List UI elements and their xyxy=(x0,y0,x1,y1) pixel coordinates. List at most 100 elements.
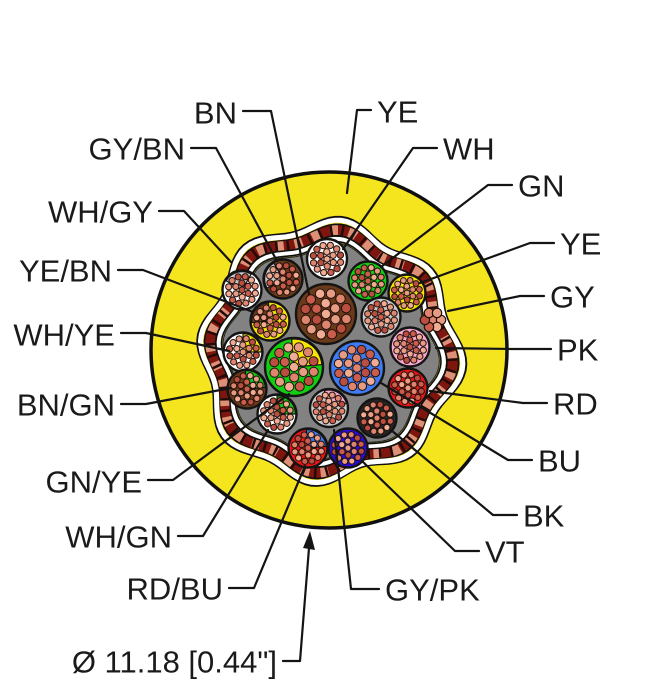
copper-strand xyxy=(374,326,382,334)
copper-strand xyxy=(282,400,290,408)
copper-strand xyxy=(346,345,357,355)
copper-strand xyxy=(360,411,368,419)
copper-strand xyxy=(344,451,352,459)
copper-strand xyxy=(404,391,412,399)
copper-strand xyxy=(253,321,261,329)
copper-strand xyxy=(323,255,331,263)
copper-strand xyxy=(364,277,372,285)
copper-strand xyxy=(415,333,423,341)
copper-strand xyxy=(357,440,365,448)
leader-line-diameter xyxy=(281,546,311,663)
copper-strand xyxy=(364,284,372,292)
copper-strand xyxy=(376,401,384,409)
copper-strand xyxy=(335,413,343,421)
copper-strand xyxy=(260,314,268,322)
copper-strand xyxy=(370,427,378,435)
copper-strand xyxy=(256,388,264,396)
copper-strand xyxy=(367,418,375,426)
copper-strand xyxy=(333,245,341,253)
copper-strand xyxy=(298,366,309,378)
copper-strand xyxy=(248,295,256,303)
copper-strand xyxy=(364,317,372,325)
copper-strand xyxy=(300,431,308,439)
copper-strand xyxy=(253,314,261,322)
copper-strand xyxy=(279,356,290,368)
copper-strand xyxy=(398,381,406,389)
copper-strand xyxy=(400,371,408,379)
copper-strand xyxy=(266,324,274,332)
copper-strand xyxy=(381,326,389,334)
leader-line-ye xyxy=(418,241,556,285)
copper-strand xyxy=(288,265,296,273)
copper-strand xyxy=(234,395,242,403)
copper-strand xyxy=(317,251,325,260)
copper-strand xyxy=(403,282,411,290)
copper-strand xyxy=(236,361,244,369)
copper-strand xyxy=(314,288,326,300)
copper-strand xyxy=(338,400,346,408)
copper-strand xyxy=(272,313,280,321)
copper-strand xyxy=(302,347,314,358)
copper-strand xyxy=(248,338,256,346)
copper-strand xyxy=(377,273,385,281)
label-bu: BU xyxy=(538,444,581,479)
copper-strand xyxy=(228,277,236,285)
copper-strand xyxy=(322,417,330,425)
copper-strand xyxy=(330,313,341,325)
copper-strand xyxy=(240,398,248,406)
copper-strand xyxy=(403,356,411,364)
copper-strand xyxy=(285,278,293,286)
copper-strand xyxy=(304,437,312,445)
copper-strand xyxy=(417,387,425,395)
copper-strand xyxy=(397,353,405,361)
copper-strand xyxy=(331,407,339,415)
label-gn-ye: GN/YE xyxy=(46,465,142,500)
copper-strand xyxy=(412,339,420,347)
copper-strand xyxy=(320,297,331,309)
leader-line-pk xyxy=(434,346,553,351)
copper-strand xyxy=(303,375,314,387)
copper-strand xyxy=(323,248,331,256)
copper-strand xyxy=(334,394,342,402)
copper-strand xyxy=(316,414,324,422)
copper-strand xyxy=(360,264,368,272)
copper-strand xyxy=(247,398,255,406)
leader-line-ye-bn xyxy=(116,268,255,314)
copper-strand xyxy=(304,451,312,459)
copper-strand xyxy=(233,352,241,360)
label-outer-diameter: Ø 11.18 [0.44"] xyxy=(72,645,277,680)
copper-strand xyxy=(252,344,260,352)
copper-strand xyxy=(266,310,274,318)
copper-strand xyxy=(377,313,385,321)
copper-strand xyxy=(325,288,337,299)
copper-strand xyxy=(242,299,250,307)
copper-strand xyxy=(260,414,268,422)
copper-strand xyxy=(284,381,295,392)
copper-strand xyxy=(242,335,250,343)
copper-strand xyxy=(373,421,381,429)
copper-strand xyxy=(308,457,316,465)
copper-strand xyxy=(325,411,333,419)
copper-strand xyxy=(343,358,354,369)
outer-wrap-white xyxy=(197,217,466,486)
copper-strand xyxy=(382,404,390,412)
copper-strand xyxy=(400,302,408,310)
copper-strand xyxy=(310,447,318,455)
copper-strand xyxy=(416,352,424,360)
copper-strand xyxy=(412,346,420,354)
copper-strand xyxy=(339,376,349,387)
copper-strand xyxy=(416,292,424,300)
copper-strand xyxy=(391,293,399,301)
copper-strand xyxy=(275,262,283,270)
copper-strand xyxy=(280,367,291,378)
copper-strand xyxy=(289,372,300,383)
copper-strand xyxy=(329,251,337,259)
copper-strand xyxy=(351,274,359,282)
copper-strand xyxy=(377,306,385,314)
outer-contour xyxy=(196,215,468,487)
label-wh-gn: WH/GN xyxy=(65,520,172,555)
copper-strand xyxy=(263,330,271,338)
copper-strand xyxy=(377,427,385,435)
copper-strand xyxy=(292,278,300,286)
